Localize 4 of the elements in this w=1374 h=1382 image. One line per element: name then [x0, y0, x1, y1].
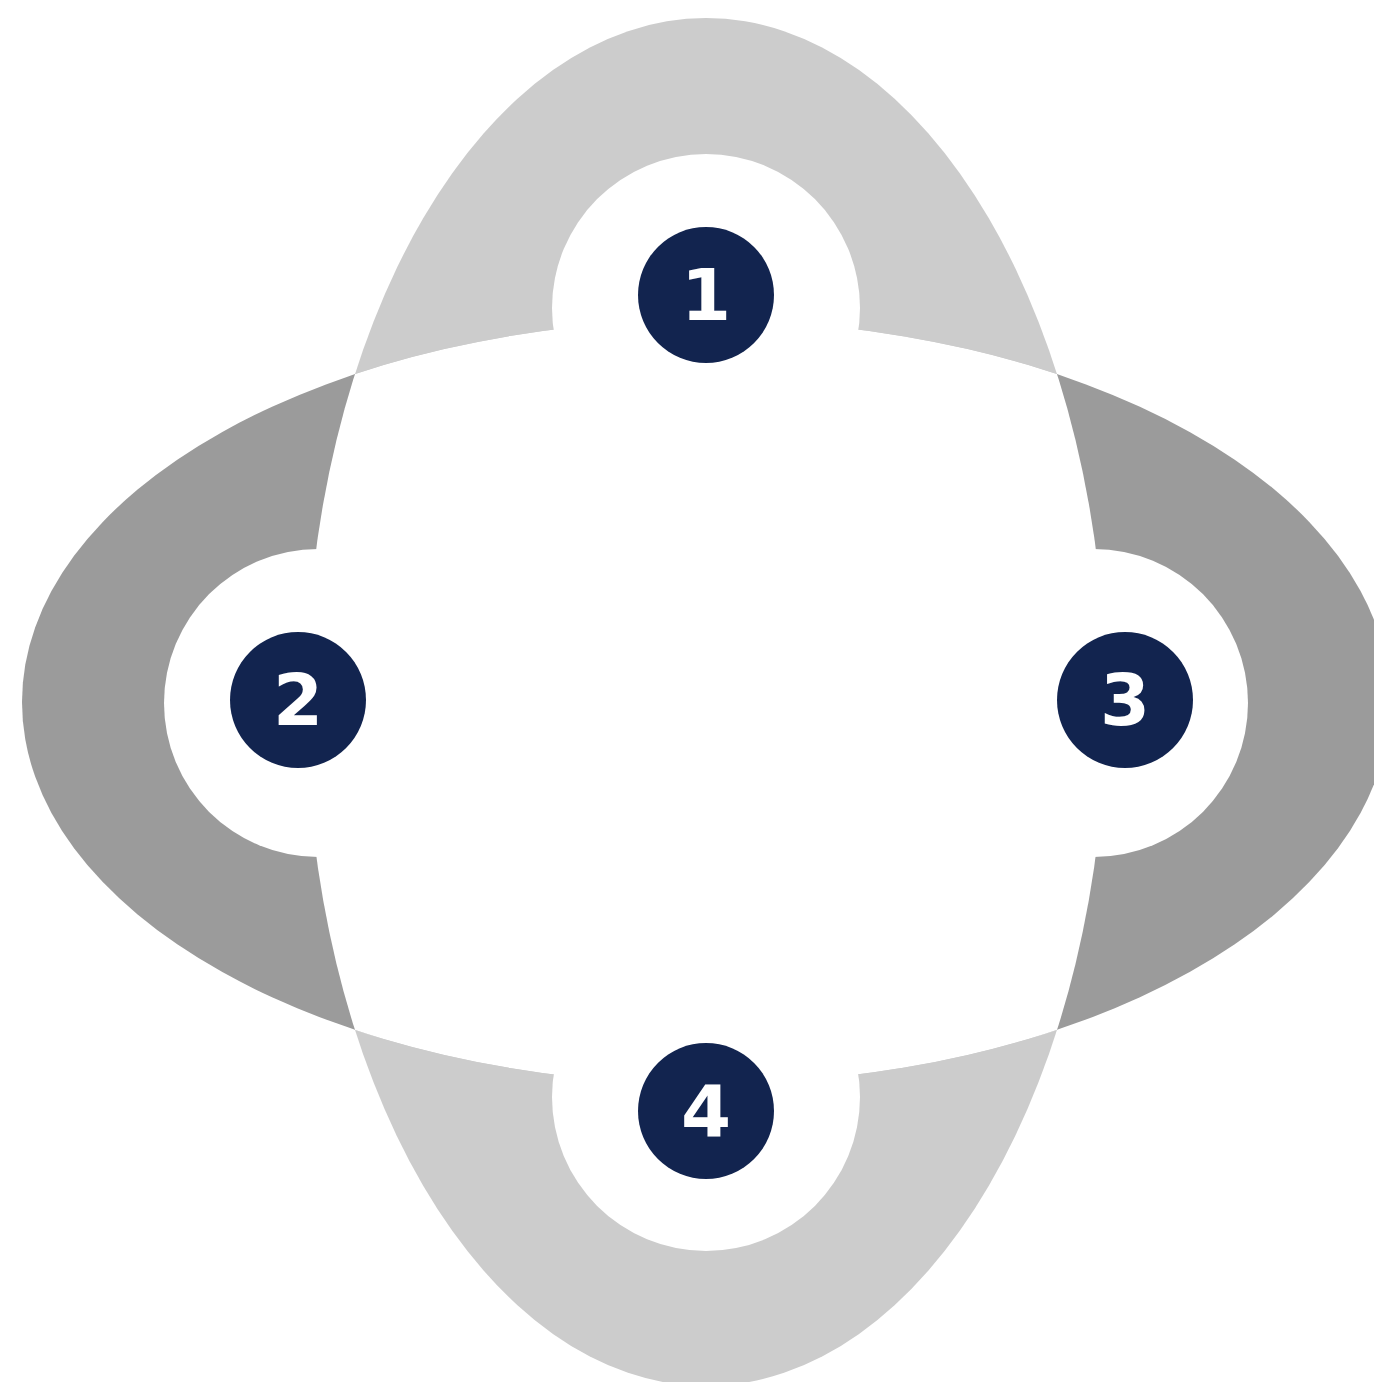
step-number: 1: [680, 259, 732, 331]
step-number: 4: [680, 1075, 732, 1147]
step-number: 2: [272, 664, 324, 736]
step-number: 3: [1099, 664, 1151, 736]
